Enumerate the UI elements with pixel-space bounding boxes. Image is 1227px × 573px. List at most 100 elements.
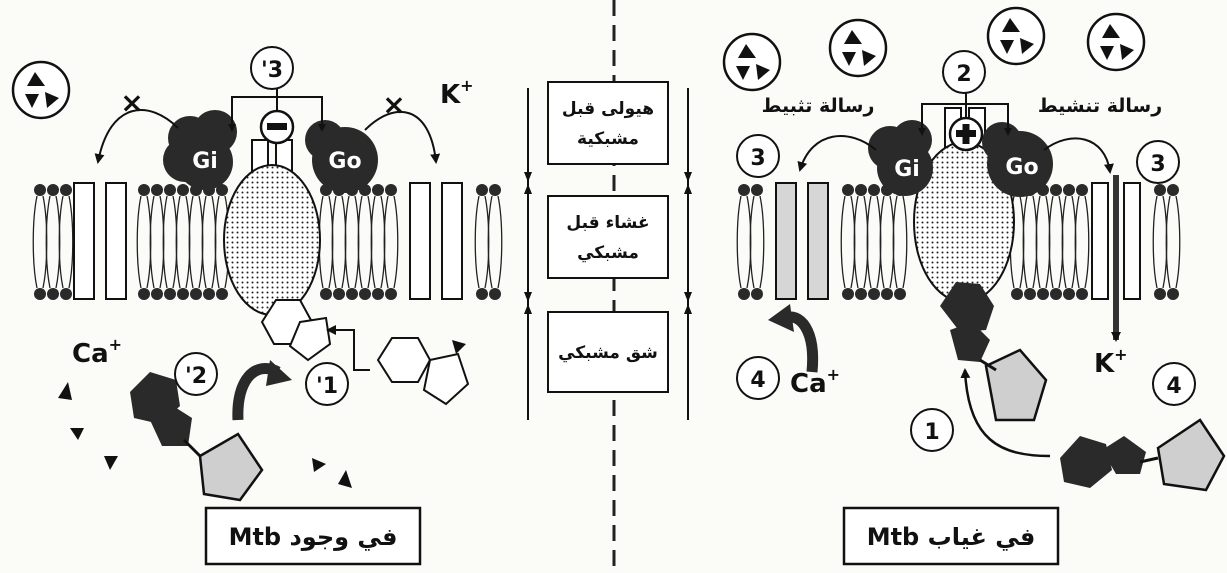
- lipid-head: [60, 288, 72, 300]
- k-ion-label-left: K+: [440, 76, 474, 110]
- go-label-left: Go: [328, 149, 361, 174]
- lipid-head: [320, 288, 332, 300]
- neurotransmitter-bound-right: [940, 282, 1048, 422]
- ca-ion-label-right: Ca+: [790, 365, 840, 399]
- legend-arrows: [524, 172, 692, 314]
- lipid-head: [1154, 184, 1166, 196]
- lipid-tail: [1035, 195, 1051, 289]
- triangle-cluster-icon: [11, 60, 71, 120]
- triangle-cluster-icon: [722, 32, 782, 92]
- svg-text:مشبكي: مشبكي: [577, 243, 639, 263]
- thick-curved-arrow-left: [232, 360, 292, 421]
- inhibition-bracket-left: [228, 85, 326, 132]
- lipid-tail: [162, 195, 178, 289]
- lipid-tail: [1074, 195, 1090, 289]
- lipid-head: [1050, 288, 1062, 300]
- legend-presynaptic-membrane: غشاء قبل مشبكي: [547, 195, 669, 279]
- lipid-head: [385, 288, 397, 300]
- lipid-head: [164, 288, 176, 300]
- minus-sign-icon: [259, 109, 295, 145]
- lipid-head: [868, 184, 880, 196]
- svg-text:4: 4: [750, 368, 765, 393]
- step-4-right-left: 4: [736, 356, 780, 400]
- step-1-right: 1: [910, 408, 954, 452]
- caption-right: في غياب Mtb: [842, 506, 1060, 566]
- lipid-head: [138, 288, 150, 300]
- lipid-head: [346, 288, 358, 300]
- lipid-head: [894, 288, 906, 300]
- lipid-head: [1063, 184, 1075, 196]
- scattered-triangles-left: [58, 340, 466, 488]
- receptor-right: [913, 107, 1015, 303]
- lipid-head: [1167, 288, 1179, 300]
- lipid-head: [476, 288, 488, 300]
- blocked-arrow-gi-ca: ×: [94, 86, 179, 164]
- lipid-head: [216, 288, 228, 300]
- lipid-head: [151, 288, 163, 300]
- lipid-head: [359, 288, 371, 300]
- lipid-head: [1063, 288, 1075, 300]
- lipid-head: [138, 184, 150, 196]
- lipid-head: [164, 184, 176, 196]
- lipid-head: [751, 288, 763, 300]
- lipid-head: [738, 184, 750, 196]
- step-2-prime-left: '2: [174, 352, 218, 396]
- arrow-go-to-k: [1043, 137, 1114, 174]
- activation-message: رسالة تنشيط: [1038, 95, 1162, 117]
- lipid-tail: [383, 195, 399, 289]
- lipid-head: [1050, 184, 1062, 196]
- k-channel-left: [409, 182, 463, 300]
- activation-bracket-right: [918, 92, 1012, 136]
- inhibition-message: رسالة تثبيط: [762, 95, 875, 117]
- svg-text:4: 4: [1166, 374, 1181, 399]
- lipid-head: [842, 288, 854, 300]
- legend-presynaptic-cytoplasm: هيولى قبل مشبكية: [547, 81, 669, 165]
- triangle-cluster-icon: [828, 18, 888, 78]
- lipid-tail: [736, 195, 752, 289]
- k-channel-right: [1091, 175, 1141, 342]
- gi-protein-right: Gi: [868, 120, 933, 196]
- gi-protein-left: Gi: [163, 110, 237, 190]
- svg-text:'3: '3: [261, 58, 283, 83]
- lipid-tail: [1165, 195, 1181, 289]
- lipid-tail: [1048, 195, 1064, 289]
- lipid-tail: [879, 195, 895, 289]
- lipid-head: [751, 184, 763, 196]
- lipid-head: [1024, 288, 1036, 300]
- lipid-head: [216, 184, 228, 196]
- lipid-head: [333, 288, 345, 300]
- mtb-molecule-bound-left: [260, 299, 332, 362]
- lipid-tail: [58, 195, 74, 289]
- lipid-tail: [1152, 195, 1168, 289]
- svg-text:هيولى قبل: هيولى قبل: [562, 99, 654, 119]
- lipid-head: [151, 184, 163, 196]
- lipid-tail: [136, 195, 152, 289]
- svg-text:'1: '1: [316, 374, 338, 399]
- lipid-tail: [32, 195, 48, 289]
- lipid-tail: [853, 195, 869, 289]
- legend-synaptic-cleft: شق مشبكي: [547, 311, 669, 393]
- lipid-head: [372, 184, 384, 196]
- lipid-tail: [45, 195, 61, 289]
- ca-channel-left: [73, 182, 127, 300]
- lipid-head: [372, 288, 384, 300]
- lipid-tail: [1061, 195, 1077, 289]
- lipid-head: [868, 288, 880, 300]
- blocked-arrow-go-k: ×: [364, 88, 441, 164]
- svg-text:2: 2: [956, 62, 971, 87]
- step-2-right: 2: [942, 50, 986, 94]
- svg-text:غشاء قبل: غشاء قبل: [566, 213, 649, 233]
- arrow-binding-right: [960, 368, 1051, 458]
- step-1-prime-left: '1: [305, 362, 349, 406]
- lipid-tail: [370, 195, 386, 289]
- svg-text:'2: '2: [185, 364, 207, 389]
- lipid-tail: [866, 195, 882, 289]
- neurotransmitter-left: [130, 372, 264, 502]
- right-panel: Gi Go 2 رسالة تثبيط رسالة تنشيط: [722, 6, 1226, 566]
- lipid-tail: [474, 195, 490, 289]
- lipid-head: [855, 288, 867, 300]
- neurotransmitter-incoming-right: [1060, 418, 1226, 492]
- lipid-head: [1011, 288, 1023, 300]
- lipid-tail: [749, 195, 765, 289]
- svg-text:1: 1: [924, 420, 939, 445]
